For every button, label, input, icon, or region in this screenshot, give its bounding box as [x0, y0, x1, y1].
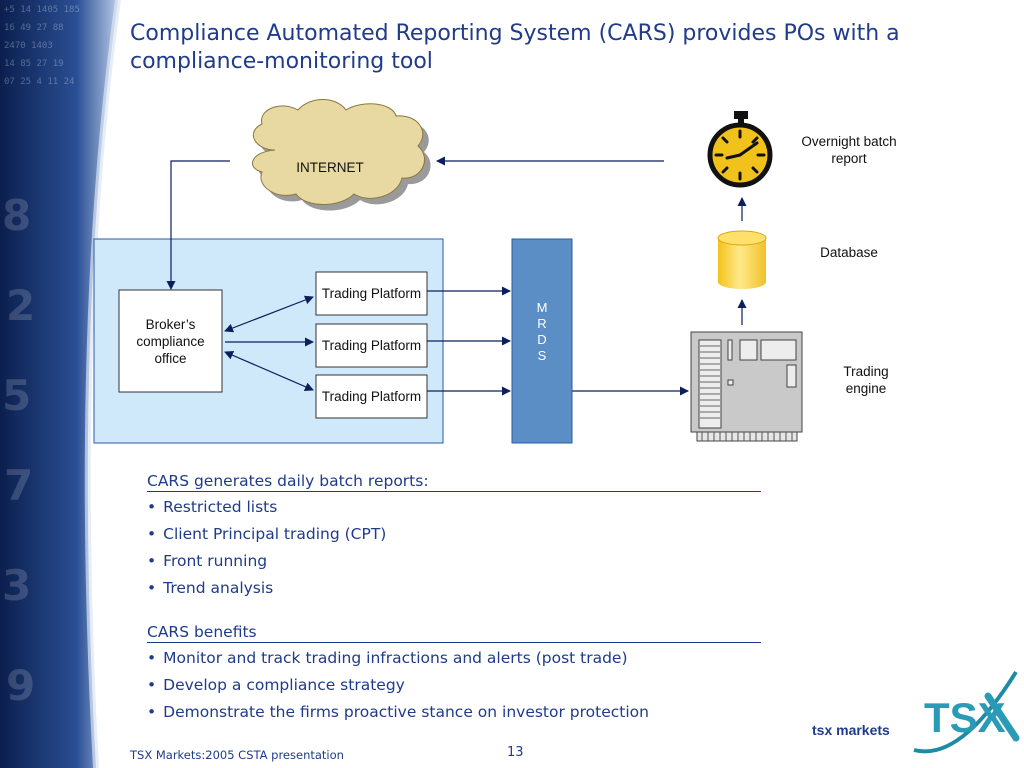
list-item: Restricted lists	[147, 494, 847, 521]
database-label: Database	[820, 245, 878, 260]
svg-text:16 49 27 88: 16 49 27 88	[4, 23, 64, 33]
mrds-letter: S	[537, 348, 547, 363]
page-title: Compliance Automated Reporting System (C…	[130, 21, 900, 74]
trading-platform-box-2	[315, 323, 428, 368]
page-number: 13	[507, 745, 524, 760]
broker-box	[118, 289, 223, 393]
broker-label: Broker’s compliance office	[136, 316, 205, 366]
svg-text:3: 3	[2, 561, 31, 610]
list-item: Develop a compliance strategy	[147, 672, 847, 699]
section-heading-benefits: CARS benefits	[147, 622, 761, 643]
list-item: Client Principal trading (CPT)	[147, 521, 847, 548]
tsx-logo-letters: TSX	[924, 694, 1006, 741]
trading-platform-label-2: Trading Platform	[321, 338, 422, 353]
benefits-list: Monitor and track trading infractions an…	[147, 645, 847, 726]
trading-platform-box-3	[315, 374, 428, 419]
batch-reports-list: Restricted lists Client Principal tradin…	[147, 494, 847, 602]
tsx-logo-text: tsx markets	[812, 722, 890, 738]
trading-engine-label: Trading engine	[843, 364, 889, 396]
mrds-bar	[511, 238, 573, 444]
svg-text:7: 7	[4, 461, 33, 510]
svg-text:+5 14 1405 185: +5 14 1405 185	[4, 5, 80, 15]
footer-source: TSX Markets:2005 CSTA presentation	[130, 748, 344, 762]
mrds-label: M R D S	[512, 300, 572, 364]
mrds-letter: R	[537, 316, 547, 331]
svg-text:2470 1403: 2470 1403	[4, 41, 53, 51]
internet-cloud-icon	[251, 99, 431, 211]
list-item: Trend analysis	[147, 575, 847, 602]
trading-engine-icon	[690, 331, 803, 442]
list-item: Demonstrate the firms proactive stance o…	[147, 699, 847, 726]
list-item: Monitor and track trading infractions an…	[147, 645, 847, 672]
decorative-ticker-band: +5 14 1405 185 16 49 27 88 2470 1403 14 …	[0, 0, 121, 768]
list-item: Front running	[147, 548, 847, 575]
trading-platform-label-1: Trading Platform	[321, 286, 422, 301]
mrds-letter: M	[536, 300, 548, 315]
system-diagram	[93, 99, 803, 444]
tsx-logo-mark: TSX	[913, 670, 1020, 754]
svg-text:2: 2	[6, 281, 35, 330]
svg-text:9: 9	[6, 661, 35, 710]
svg-text:8: 8	[2, 191, 31, 240]
svg-text:5: 5	[2, 371, 31, 420]
overnight-label: Overnight batch report	[801, 134, 897, 166]
internet-label: INTERNET	[296, 159, 364, 175]
trading-platform-label-3: Trading Platform	[321, 389, 422, 404]
section-heading-batch-reports: CARS generates daily batch reports:	[147, 471, 761, 492]
svg-text:07 25 4 11 24: 07 25 4 11 24	[4, 77, 74, 87]
database-icon	[717, 230, 767, 289]
stopwatch-icon	[707, 111, 773, 188]
trading-platform-box-1	[315, 271, 428, 316]
mrds-letter: D	[537, 332, 547, 347]
svg-text:14 85 27 19: 14 85 27 19	[4, 59, 64, 69]
